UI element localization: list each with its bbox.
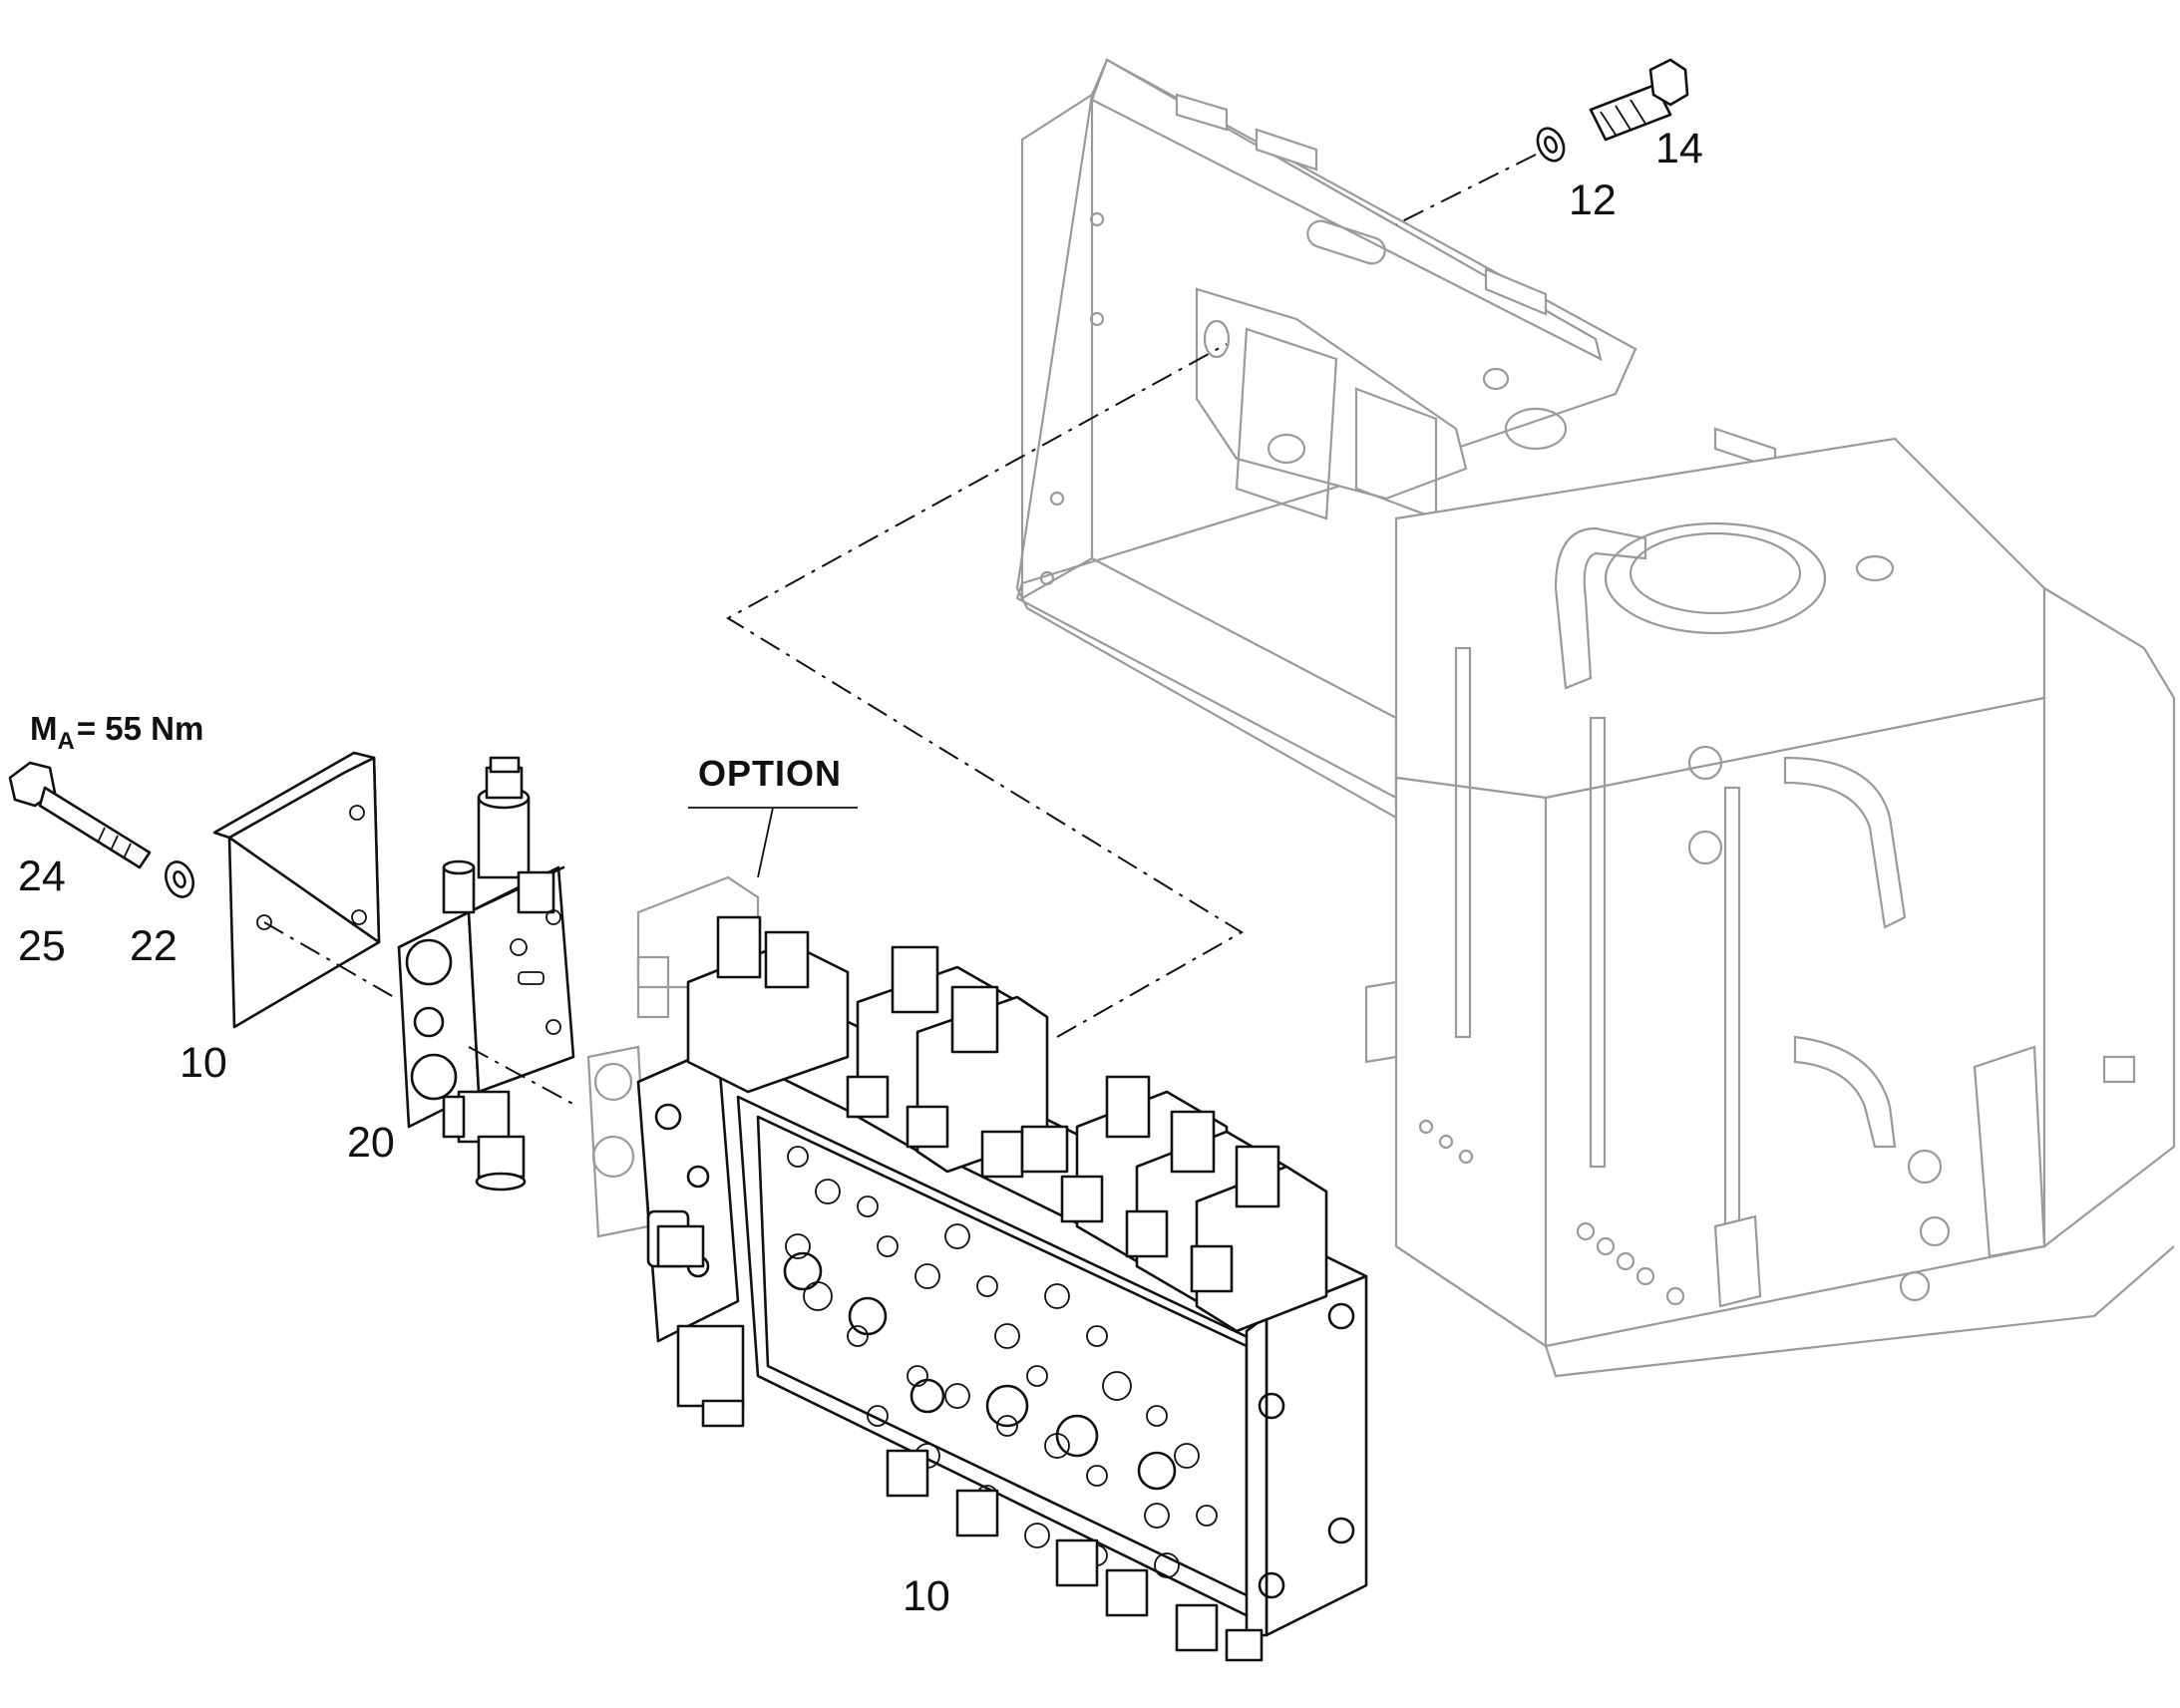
torque-prefix: M (30, 710, 58, 747)
callout-14: 14 (1655, 125, 1703, 172)
torque-value: = 55 Nm (76, 710, 204, 747)
callout-20: 20 (347, 1119, 395, 1167)
callout-10-block: 10 (903, 1572, 950, 1620)
plate-10 (212, 751, 381, 1029)
torque-spec: MA= 55 Nm (30, 710, 204, 755)
callout-22: 22 (130, 922, 178, 970)
callout-12: 12 (1569, 176, 1617, 224)
valve-section-20 (397, 756, 575, 1192)
frame-assembly (1015, 58, 2176, 1378)
option-label: OPTION (698, 753, 843, 794)
callout-10-plate: 10 (180, 1039, 227, 1087)
washer-12 (1536, 127, 1566, 163)
washer-22 (165, 860, 194, 898)
torque-subscript: A (57, 728, 75, 755)
callout-24: 24 (18, 853, 66, 900)
bolt-24 (8, 761, 152, 869)
bolt-14 (1589, 58, 1689, 142)
callout-25: 25 (18, 922, 66, 970)
control-block-10 (586, 875, 1368, 1662)
